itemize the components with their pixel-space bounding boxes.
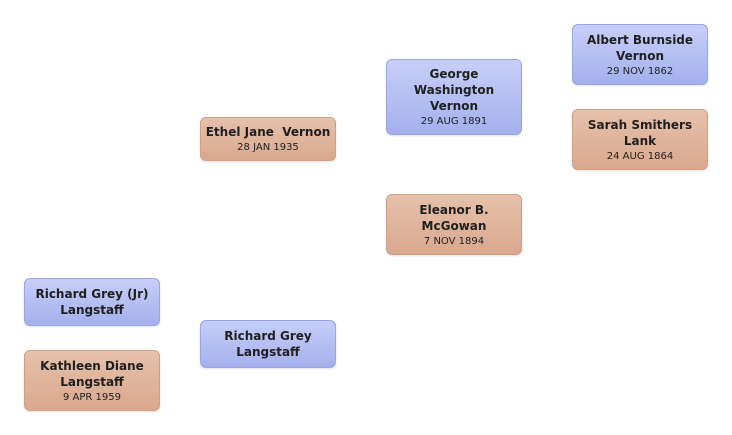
person-name: Sarah Smithers Lank (588, 117, 692, 149)
person-card-sarah-smithers-lank[interactable]: Sarah Smithers Lank 24 AUG 1864 (572, 109, 708, 170)
person-name: Eleanor B. McGowan (419, 202, 488, 234)
person-name-line: Langstaff (236, 345, 300, 359)
person-name-line: Richard Grey (224, 329, 312, 343)
person-name-line: Sarah Smithers (587, 117, 693, 132)
person-birth-date: 28 JAN 1935 (237, 142, 299, 153)
person-name-line: Ethel Jane Vernon (205, 125, 331, 139)
person-name-line: Albert Burnside (586, 32, 694, 47)
person-name-line: Lank (623, 133, 657, 148)
person-name-line: Eleanor B. (419, 202, 489, 217)
person-name-line: Langstaff (60, 374, 124, 389)
person-name-line: Langstaff (60, 303, 124, 317)
person-name: George Washington Vernon (414, 66, 494, 114)
person-name-line: McGowan (421, 218, 487, 233)
person-card-richard-grey-jr-langstaff[interactable]: Richard Grey (Jr) Langstaff (24, 278, 160, 326)
person-name: Ethel Jane Vernon (206, 124, 331, 140)
person-card-eleanor-mcgowan[interactable]: Eleanor B. McGowan 7 NOV 1894 (386, 194, 522, 255)
person-birth-date: 7 NOV 1894 (423, 235, 485, 247)
person-birth-date: 29 AUG 1891 (420, 116, 488, 127)
person-birth-date: 9 APR 1959 (63, 391, 121, 403)
person-card-albert-burnside-vernon[interactable]: Albert Burnside Vernon 29 NOV 1862 (572, 24, 708, 85)
person-card-kathleen-diane-langstaff[interactable]: Kathleen Diane Langstaff 9 APR 1959 (24, 350, 160, 411)
person-name: Kathleen Diane Langstaff (40, 358, 144, 390)
person-name: Albert Burnside Vernon (587, 32, 693, 64)
person-name-line: Kathleen Diane (40, 358, 144, 373)
person-card-ethel-jane-vernon[interactable]: Ethel Jane Vernon 28 JAN 1935 (200, 117, 336, 161)
person-name-line: Washington (413, 83, 495, 97)
person-name: Richard Grey (Jr) Langstaff (35, 286, 148, 318)
person-birth-date: 29 NOV 1862 (606, 65, 674, 77)
person-name-line: George (429, 67, 479, 81)
person-card-george-washington-vernon[interactable]: George Washington Vernon 29 AUG 1891 (386, 59, 522, 135)
person-name: Richard Grey Langstaff (224, 328, 312, 360)
person-name-line: Richard Grey (Jr) (35, 287, 149, 301)
person-birth-date: 24 AUG 1864 (606, 150, 674, 162)
person-name-line: Vernon (615, 48, 664, 63)
person-name-line: Vernon (429, 99, 479, 113)
person-card-richard-grey-langstaff[interactable]: Richard Grey Langstaff (200, 320, 336, 368)
